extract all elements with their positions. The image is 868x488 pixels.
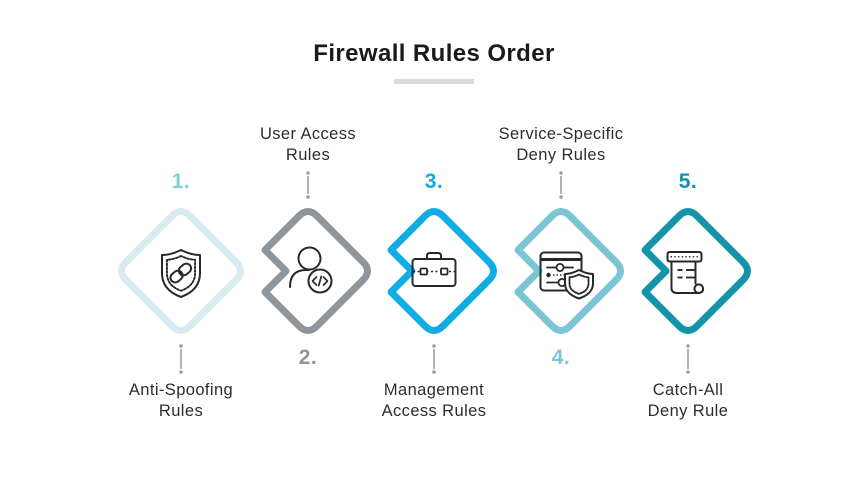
step-3-diamond	[387, 208, 497, 334]
connector-dot	[559, 195, 563, 199]
step-1-number: 1.	[171, 170, 191, 193]
step-4-number: 4.	[551, 346, 571, 369]
user-code-icon	[289, 246, 333, 294]
connector-dot	[686, 370, 690, 374]
connector-dot	[432, 370, 436, 374]
connector-dot	[432, 344, 436, 348]
step-1-diamond	[118, 208, 244, 334]
step-icons	[161, 246, 705, 300]
step-1-label: Anti-Spoofing Rules	[128, 381, 234, 420]
page-title: Firewall Rules Order	[313, 40, 555, 67]
connector-dot	[179, 344, 183, 348]
connector-dot	[306, 195, 310, 199]
scroll-icon	[666, 251, 705, 295]
shield-link-icon	[161, 249, 201, 298]
step-2-label: User Access Rules	[259, 125, 357, 164]
connector-dot	[306, 171, 310, 175]
connector-dot	[559, 171, 563, 175]
step-2-diamond	[261, 208, 371, 334]
connector-dot	[686, 344, 690, 348]
connector-dot	[179, 370, 183, 374]
settings-shield-icon	[539, 251, 594, 300]
step-3-label: Management Access Rules	[381, 381, 487, 420]
step-4-diamond	[514, 208, 624, 334]
step-3-number: 3.	[424, 170, 444, 193]
briefcase-icon	[411, 252, 457, 287]
connectors	[179, 171, 690, 374]
step-5-label: Catch-All Deny Rule	[647, 381, 729, 420]
step-4-label: Service-Specific Deny Rules	[498, 125, 624, 164]
step-2-number: 2.	[298, 346, 318, 369]
step-5-diamond	[641, 208, 751, 334]
title-underline	[394, 79, 474, 84]
step-5-number: 5.	[678, 170, 698, 193]
